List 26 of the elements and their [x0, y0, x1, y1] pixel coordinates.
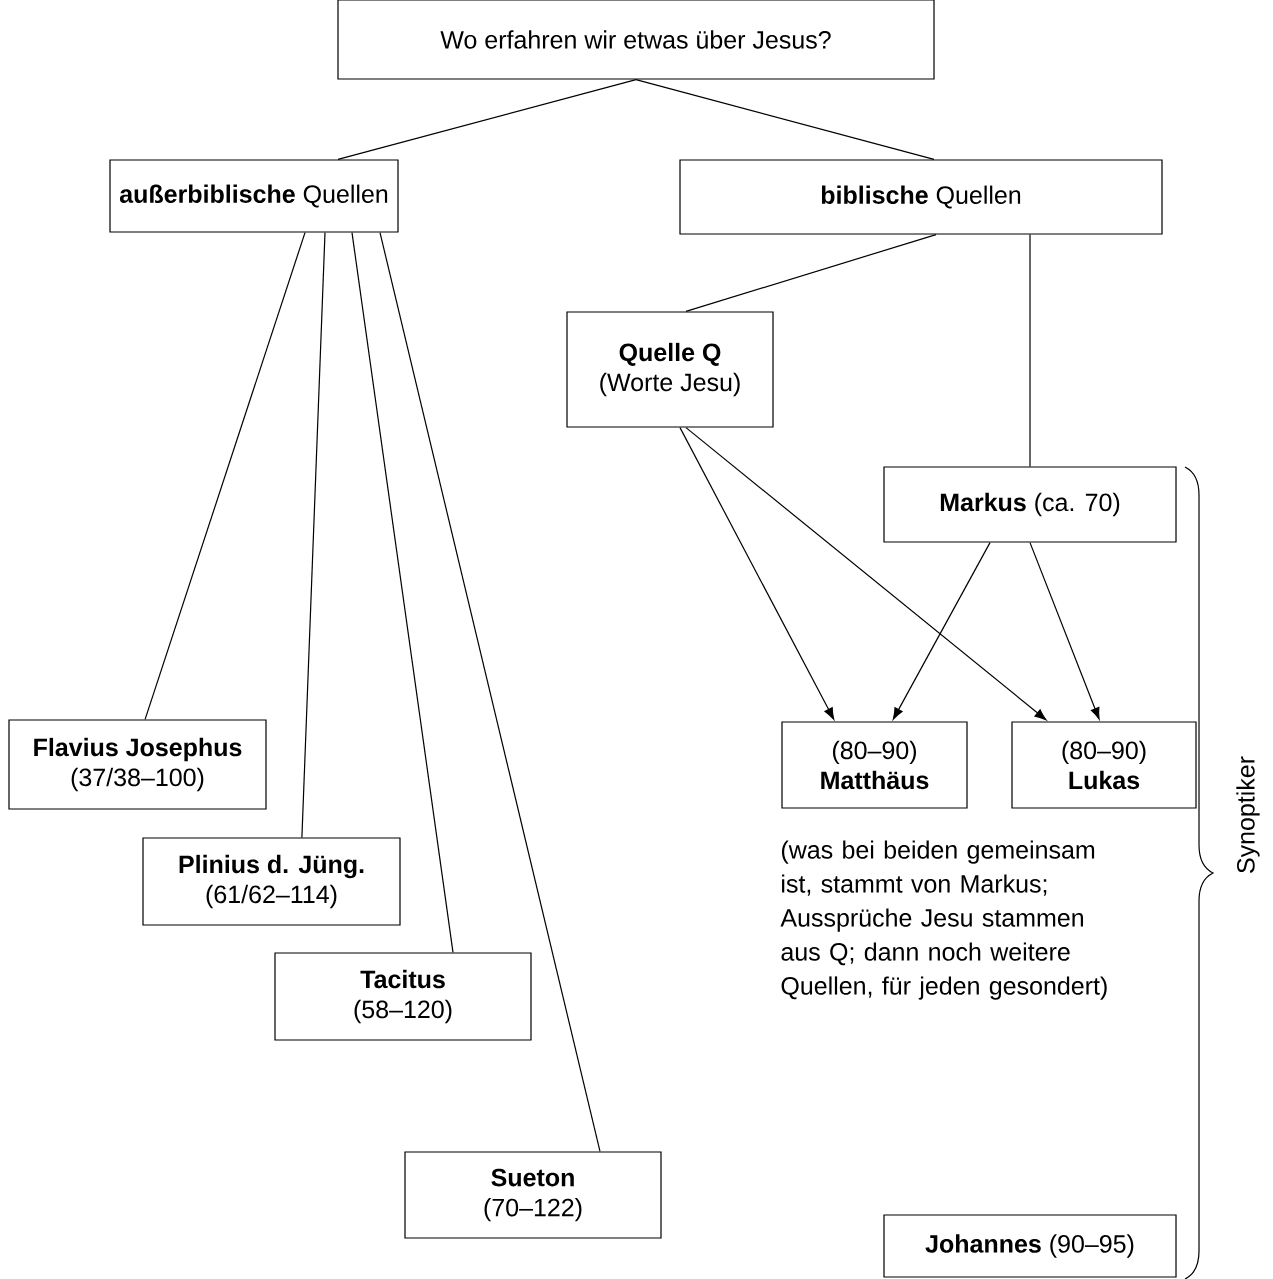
arrow — [1029, 542, 1100, 720]
connector-line — [351, 232, 454, 953]
category-box: biblische Quellen — [679, 159, 1163, 235]
source-box: (80–90) Lukas — [1011, 721, 1197, 809]
group-label: Synoptiker — [1236, 756, 1260, 873]
arrow — [685, 427, 1047, 721]
source-box: Johannes (90–95) — [883, 1214, 1177, 1278]
arrow — [892, 542, 991, 720]
source-box: Sueton (70–122) — [404, 1151, 662, 1239]
source-box: Flavius Josephus (37/38–100) — [8, 719, 267, 810]
source-box: Markus (ca. 70) — [883, 466, 1177, 543]
connector-line — [301, 232, 326, 838]
arrow — [679, 427, 835, 720]
connector-line — [635, 79, 935, 160]
connector-line — [1029, 234, 1031, 467]
connector-line — [379, 232, 601, 1152]
note-text: (was bei beiden gemeinsam ist, stammt von Markus; Aussprüche Jesu stammen aus Q; dann noch weitere Quellen, für jeden gesondert) — [780, 840, 1107, 1000]
category-box: außerbiblische Quellen — [109, 159, 399, 233]
source-box: (80–90) Matthäus — [781, 721, 968, 809]
source-box: Plinius d. Jüng. (61/62–114) — [142, 837, 401, 926]
connector-line — [144, 232, 306, 720]
question-box: Wo erfahren wir etwas über Jesus? — [337, 0, 935, 80]
source-box: Quelle Q (Worte Jesu) — [566, 311, 774, 428]
connector-line — [685, 234, 937, 312]
source-box: Tacitus (58–120) — [274, 952, 532, 1041]
connector-line — [337, 79, 637, 160]
